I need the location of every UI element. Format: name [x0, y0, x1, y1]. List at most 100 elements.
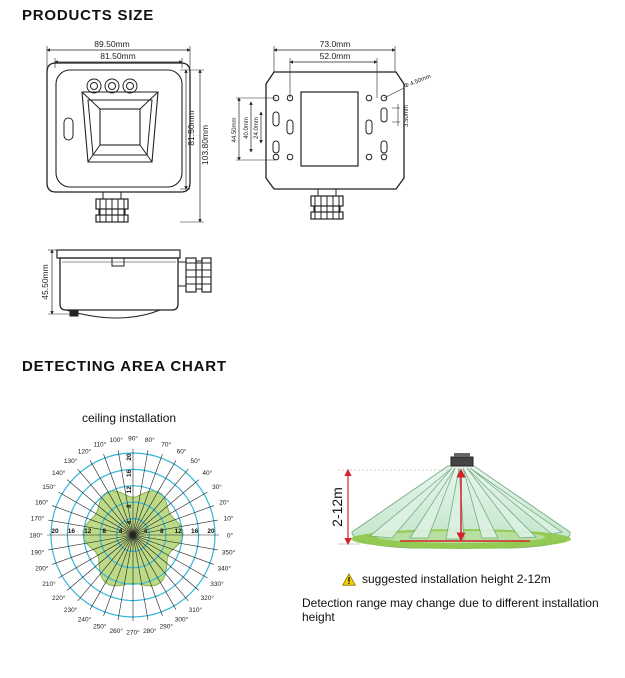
- front-height-inner-label: 81.50mm: [186, 110, 196, 145]
- polar-spoke: [132, 534, 177, 610]
- angle-label: 120°: [78, 448, 92, 456]
- ring-label: 16: [126, 469, 133, 477]
- angle-label: 30°: [212, 483, 222, 491]
- ring-label: 12: [175, 528, 183, 535]
- polar-spoke: [132, 453, 163, 536]
- front-width-inner-label: 81.50mm: [100, 51, 135, 61]
- angle-label: 290°: [159, 623, 173, 631]
- back-height-outer-label: 44.50mm: [232, 117, 238, 142]
- detecting-area-title: DETECTING AREA CHART: [22, 358, 227, 375]
- back-width-outer-label: 73.0mm: [320, 39, 351, 49]
- angle-label: 230°: [64, 606, 78, 614]
- polar-spoke: [66, 479, 134, 536]
- ring-label: 20: [207, 528, 215, 535]
- polar-spoke: [51, 505, 134, 536]
- angle-label: 270°: [126, 629, 140, 637]
- angle-label: 280°: [143, 627, 157, 635]
- ring-label: 4: [144, 528, 148, 535]
- angle-label: 250°: [93, 623, 107, 631]
- ring-label: 20: [126, 453, 133, 461]
- ring-label: 12: [84, 528, 92, 535]
- polar-spoke: [89, 460, 134, 536]
- angle-label: 80°: [145, 436, 155, 444]
- polar-spoke: [132, 519, 218, 536]
- polar-spoke: [77, 468, 134, 536]
- ring-label: 8: [126, 504, 133, 508]
- ring-label: 20: [51, 528, 59, 535]
- polar-chart-title: ceiling installation: [82, 411, 177, 425]
- angle-label: 160°: [35, 498, 49, 506]
- angle-label: 90°: [128, 435, 138, 443]
- ring-label: 8: [102, 528, 106, 535]
- polar-spoke: [58, 491, 134, 536]
- angle-label: 310°: [189, 606, 203, 614]
- polar-spoke: [132, 534, 189, 602]
- front-width-outer-label: 89.50mm: [94, 39, 129, 49]
- ring-label: 4: [126, 520, 133, 524]
- angle-label: 110°: [93, 440, 106, 448]
- cone-illustration: [338, 453, 571, 549]
- polar-spoke: [132, 534, 163, 617]
- angle-label: 0°: [227, 532, 234, 540]
- range-note: Detection range may change due to differ…: [302, 596, 599, 624]
- polar-spoke: [132, 534, 149, 620]
- front-height-outer-label: 103.80mm: [200, 125, 210, 165]
- angle-label: 220°: [52, 594, 66, 602]
- angle-label: 170°: [31, 515, 45, 523]
- back-width-inner-label: 52.0mm: [320, 51, 351, 61]
- ring-label: 16: [68, 528, 76, 535]
- polar-spoke: [48, 534, 134, 551]
- angle-label: 10°: [224, 515, 234, 523]
- installation-note: suggested installation height 2-12m: [342, 572, 551, 586]
- angle-label: 300°: [175, 616, 189, 624]
- warning-icon: [342, 572, 356, 586]
- slot-width-label: 3.50mm: [404, 105, 410, 127]
- polar-spoke: [132, 491, 208, 536]
- angle-label: 240°: [78, 616, 92, 624]
- polar-spoke: [132, 479, 200, 536]
- cone-height-label: 2-12m: [329, 487, 345, 527]
- angle-label: 40°: [202, 469, 212, 477]
- angle-label: 130°: [64, 457, 78, 465]
- ring-label: 4: [119, 528, 123, 535]
- angle-label: 210°: [42, 580, 56, 588]
- polar-spoke: [132, 534, 200, 591]
- polar-spoke: [132, 534, 218, 551]
- products-size-title: PRODUCTS SIZE: [22, 7, 155, 24]
- back-height-inner-label: 24.0mm: [254, 117, 260, 139]
- angle-label: 200°: [35, 565, 49, 573]
- front-view-drawing: [46, 46, 204, 223]
- ring-label: 12: [126, 486, 133, 494]
- angle-label: 330°: [210, 580, 224, 588]
- back-view-drawing: [236, 46, 405, 220]
- ring-label: 8: [160, 528, 164, 535]
- polar-spoke: [132, 534, 215, 565]
- angle-label: 350°: [222, 548, 236, 556]
- back-height-mid-label: 40.0mm: [244, 117, 250, 139]
- angle-label: 260°: [109, 627, 123, 635]
- hole-diameter-label: Φ 4.50mm: [404, 74, 432, 90]
- polar-spoke: [77, 534, 134, 602]
- angle-label: 180°: [29, 532, 43, 540]
- polar-spoke: [48, 519, 134, 536]
- side-view-drawing: [48, 249, 212, 319]
- polar-spoke: [132, 450, 149, 536]
- warning-text: suggested installation height 2-12m: [362, 572, 551, 586]
- angle-label: 60°: [177, 448, 187, 456]
- angle-label: 150°: [42, 483, 56, 491]
- side-height-label: 45.50mm: [40, 264, 50, 299]
- angle-label: 50°: [190, 457, 200, 465]
- polar-spoke: [117, 450, 134, 536]
- angle-label: 70°: [161, 440, 171, 448]
- polar-spoke: [58, 534, 134, 579]
- polar-detection-chart: 0°10°20°30°40°50°60°70°80°90°100°110°120…: [29, 435, 235, 637]
- polar-spoke: [103, 534, 134, 617]
- polar-spoke: [132, 468, 189, 536]
- polar-spoke: [66, 534, 134, 591]
- polar-spoke: [89, 534, 134, 610]
- angle-label: 100°: [109, 436, 123, 444]
- polar-spoke: [132, 534, 208, 579]
- ring-label: 16: [191, 528, 199, 535]
- polar-spoke: [103, 453, 134, 536]
